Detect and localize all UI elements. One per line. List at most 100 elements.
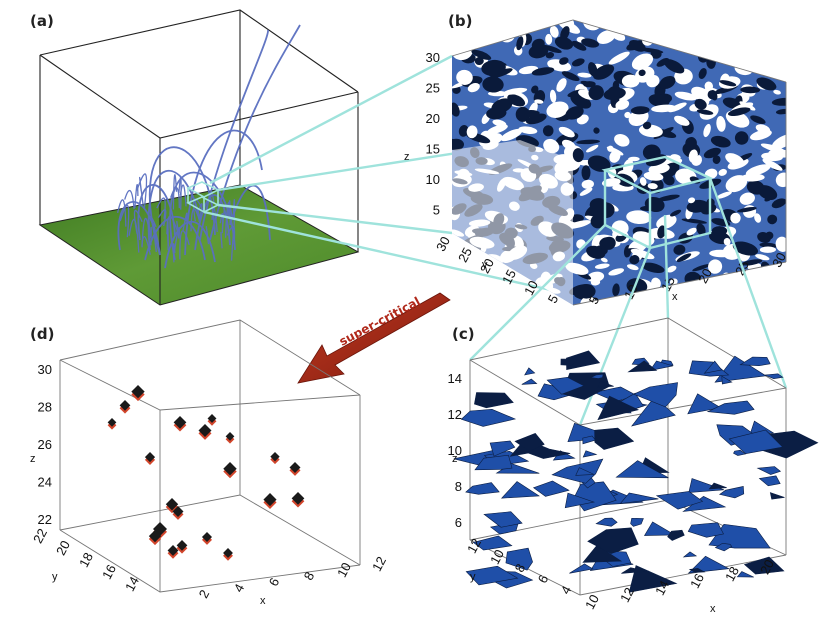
field-line [137, 184, 176, 241]
panel-d-label: (d) [30, 325, 54, 343]
structure-blob [674, 91, 697, 101]
field-line [172, 243, 176, 263]
structure-blob [728, 24, 745, 33]
structure-blob [651, 277, 661, 289]
structure-blob [503, 87, 528, 95]
field-line [156, 197, 166, 219]
structure-blob [674, 115, 690, 126]
structure-blob [680, 32, 706, 40]
axis-tick-label: 12 [448, 407, 462, 422]
axis-tick-label: 22 [30, 526, 50, 546]
structure-blob [626, 210, 652, 225]
cube [207, 413, 217, 423]
d-y-axis-label: y [52, 571, 58, 583]
structure-blob [657, 194, 680, 202]
structure-blob [514, 26, 532, 33]
structure-blob [706, 20, 728, 30]
structure-blob [649, 360, 673, 371]
structure-blob [694, 98, 707, 110]
field-line [133, 209, 143, 234]
structure-blob [514, 432, 545, 452]
structure-blob [765, 42, 782, 58]
structure-blob [453, 286, 475, 300]
structure-blob [546, 376, 585, 395]
structure-blob [688, 478, 725, 493]
cube [291, 492, 305, 505]
structure-blob [686, 199, 709, 213]
field-line [190, 208, 200, 232]
axis-tick-label: 8 [455, 479, 462, 494]
b-z-axis-label: z [404, 151, 410, 163]
structure-blob [772, 297, 784, 303]
axis-tick-label: 20 [695, 266, 715, 286]
structure-blob [725, 22, 739, 34]
structure-blob [474, 56, 484, 66]
cube [131, 384, 145, 399]
structure-blob [587, 271, 605, 283]
structure-blob [624, 111, 631, 119]
structure-blob [667, 529, 685, 541]
structure-blob [719, 80, 737, 87]
field-line [164, 220, 216, 269]
structure-blob [465, 482, 500, 495]
structure-blob [603, 87, 626, 100]
structures-d [107, 384, 305, 561]
structure-blob [474, 454, 513, 471]
structure-blob [516, 36, 524, 51]
structure-blob [631, 53, 654, 70]
arrow-shape [297, 292, 451, 384]
box-d-bottom [59, 529, 361, 593]
structure-blob [594, 427, 635, 450]
field-line [172, 174, 178, 210]
structure-blob [657, 225, 666, 239]
panel-c-label: (c) [452, 325, 475, 343]
structure-blob [457, 35, 473, 49]
structure-blob [679, 20, 702, 32]
structure-blob [655, 491, 704, 510]
structure-blob [775, 172, 786, 188]
structure-blob [614, 134, 630, 147]
structure-blob [753, 50, 766, 63]
field-line [169, 187, 180, 209]
structure-blob [646, 74, 660, 88]
structure-blob [771, 97, 786, 106]
box-d-floor [59, 494, 361, 566]
structure-blob [519, 20, 539, 26]
structure-blob [590, 214, 605, 229]
structure-blob [596, 20, 615, 25]
structure-blob [741, 259, 763, 266]
axis-tick-label: 14 [122, 574, 142, 594]
structure-blob [696, 223, 706, 236]
structure-blob [579, 187, 593, 196]
structure-blob [756, 20, 772, 25]
structure-blob [560, 358, 578, 366]
structure-blob [683, 30, 703, 45]
axis-tick-label: 18 [76, 550, 96, 570]
field-line [152, 223, 157, 252]
structure-blob [546, 101, 569, 118]
structure-blob [756, 77, 777, 91]
structure-blob [730, 212, 741, 224]
structure-blob [736, 571, 754, 578]
structure-blob [573, 481, 617, 512]
structure-blob [714, 355, 767, 383]
field-line [209, 24, 301, 241]
structure-blob [710, 135, 731, 148]
structure-blob [643, 521, 676, 536]
structure-blob [452, 274, 474, 287]
field-line [184, 129, 263, 256]
structure-blob [608, 51, 630, 65]
cube [270, 452, 280, 462]
field-line [138, 176, 144, 206]
structure-blob [687, 197, 696, 204]
panel-b-label: (b) [448, 12, 472, 30]
structure-blob [518, 126, 538, 135]
structure-blob [768, 272, 786, 286]
panel-a-label: (a) [30, 12, 54, 30]
structure-blob [775, 108, 786, 115]
axis-tick-label: 6 [266, 575, 283, 588]
axis-tick-label: 30 [433, 234, 453, 254]
structure-blob [609, 150, 621, 163]
